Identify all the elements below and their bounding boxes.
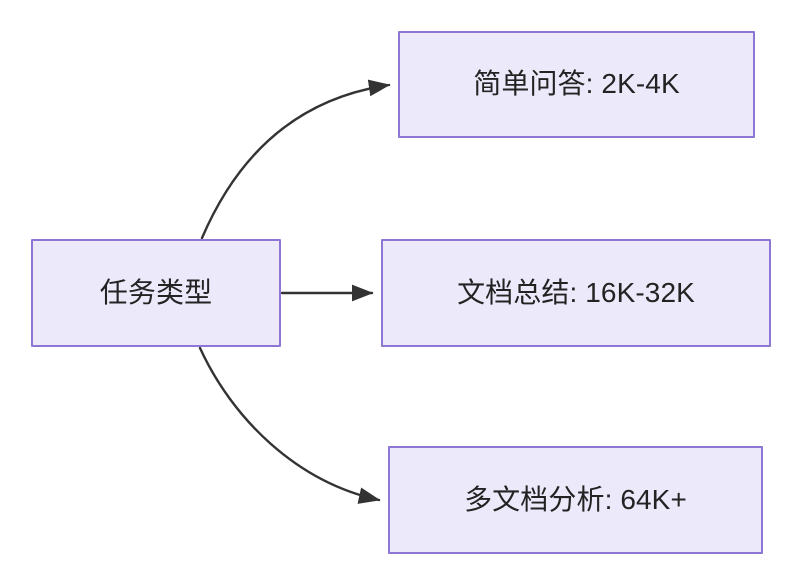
node-doc-summary-label: 文档总结: 16K-32K <box>457 276 695 308</box>
node-doc-summary[interactable]: 文档总结: 16K-32K <box>381 239 771 347</box>
edge-root-to-simple-qa <box>200 79 391 240</box>
node-simple-qa[interactable]: 简单问答: 2K-4K <box>398 31 755 138</box>
node-multi-doc[interactable]: 多文档分析: 64K+ <box>388 446 763 554</box>
node-task-type[interactable]: 任务类型 <box>31 239 281 347</box>
node-task-type-label: 任务类型 <box>99 276 213 308</box>
node-simple-qa-label: 简单问答: 2K-4K <box>473 68 680 100</box>
node-multi-doc-label: 多文档分析: 64K+ <box>464 483 687 515</box>
edge-root-to-multi-doc <box>198 346 381 504</box>
